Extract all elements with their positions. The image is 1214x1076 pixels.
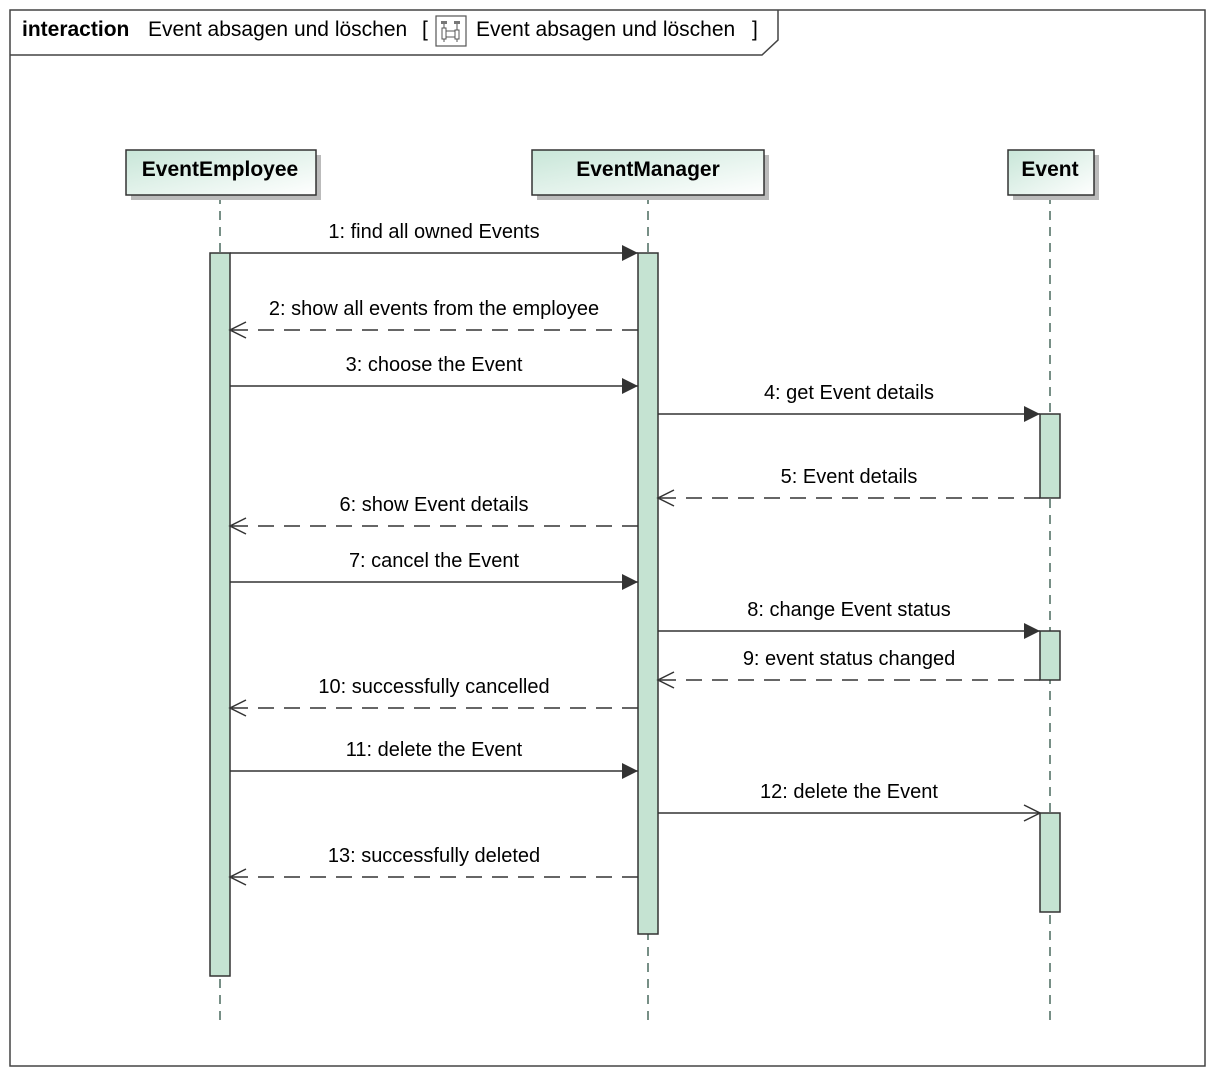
frame-label-pentagon [10,10,779,56]
message-label: 2: show all events from the employee [269,298,599,320]
filled-arrowhead [622,245,638,261]
message-label: 9: event status changed [743,648,955,670]
activation-bar-manager [637,252,659,935]
open-arrowhead [1023,804,1042,822]
message-label: 8: change Event status [747,599,950,621]
open-arrowhead [228,517,247,535]
filled-arrowhead [1024,623,1040,639]
frame-bracket-close: ] [752,18,758,41]
frame-keyword: interaction [22,18,129,41]
message-label: 5: Event details [781,466,918,488]
message-7: 7: cancel the Event [230,550,638,590]
lifeline-head[interactable] [531,149,765,196]
filled-arrowhead [1024,406,1040,422]
message-label: 12: delete the Event [760,781,938,803]
message-8: 8: change Event status [658,599,1040,639]
message-11: 11: delete the Event [230,739,638,779]
message-3: 3: choose the Event [230,354,638,394]
message-label: 1: find all owned Events [328,221,539,243]
message-6: 6: show Event details [228,494,638,535]
lifeline-name: EventEmployee [142,158,298,181]
message-label: 7: cancel the Event [349,550,520,572]
messages: 1: find all owned Events 2: show all even… [228,221,1042,886]
message-label: 3: choose the Event [346,354,523,376]
message-13: 13: successfully deleted [228,845,638,886]
open-arrowhead [228,868,247,886]
open-arrowhead [228,699,247,717]
message-label: 6: show Event details [340,494,529,516]
frame-bracket-open: [ [422,18,428,41]
message-2: 2: show all events from the employee [228,298,638,339]
open-arrowhead [228,321,247,339]
message-label: 13: successfully deleted [328,845,540,867]
lifeline-head[interactable] [1007,149,1095,196]
message-10: 10: successfully cancelled [228,676,638,717]
activation-bar-event [1039,812,1061,913]
message-label: 4: get Event details [764,382,934,404]
frame-reference-name: Event absagen und löschen [476,18,735,41]
filled-arrowhead [622,574,638,590]
activation-bar-event [1039,413,1061,499]
message-1: 1: find all owned Events [230,221,638,261]
message-label: 11: delete the Event [346,739,523,761]
message-12: 12: delete the Event [658,781,1042,822]
sequence-diagram-icon [435,15,467,47]
open-arrowhead [656,489,675,507]
activation-bar-event [1039,630,1061,681]
message-label: 10: successfully cancelled [318,676,549,698]
lifeline-head[interactable] [125,149,317,196]
activation-bar-employee [209,252,231,977]
lifeline-name: Event [1021,158,1078,181]
open-arrowhead [656,671,675,689]
lifelines: EventEmployee EventManager Event [125,149,1099,1026]
filled-arrowhead [622,378,638,394]
filled-arrowhead [622,763,638,779]
message-9: 9: event status changed [656,648,1040,689]
message-5: 5: Event details [656,466,1040,507]
lifeline-name: EventManager [576,158,720,181]
frame-name: Event absagen und löschen [148,18,407,41]
message-4: 4: get Event details [658,382,1040,422]
